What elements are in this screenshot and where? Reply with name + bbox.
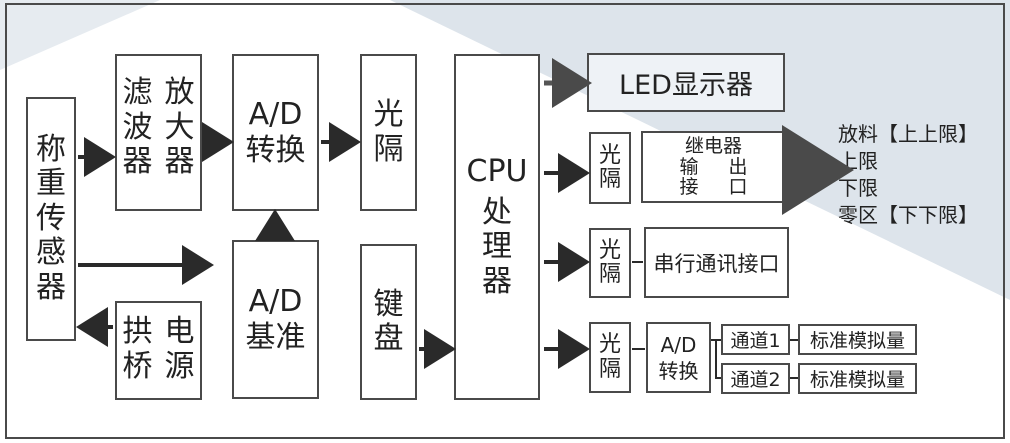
- channel-1-block: 通道1: [721, 324, 790, 355]
- filter-char: 滤: [122, 75, 153, 110]
- connector-ad2-channel2: [711, 339, 721, 379]
- led-display-block: LED显示器: [587, 53, 785, 112]
- optical-char: 隔: [598, 262, 621, 287]
- optical-char: 光: [598, 142, 621, 168]
- ad-converter-block: A/D 转换: [232, 54, 319, 211]
- convert-label: 转换: [658, 358, 699, 383]
- bridge-power-block: 电 源 拱 桥: [115, 301, 202, 400]
- sensor-char: 器: [36, 269, 66, 305]
- cpu-block: CPU 处 理 器: [454, 54, 540, 400]
- led-display-label: LED显示器: [619, 70, 753, 101]
- channel-2-label: 通道2: [730, 369, 781, 391]
- ad-label: A/D: [248, 96, 303, 132]
- optical-char: 隔: [373, 131, 404, 167]
- sensor-char: 重: [36, 166, 66, 202]
- limit-outputs-list: 放料【上上限】 上限 下限 零区【下下限】: [838, 121, 978, 229]
- optical-isolator-block: 光 隔: [589, 132, 631, 204]
- cpu-label: CPU: [466, 154, 528, 189]
- outer-frame: [5, 3, 1005, 439]
- optical-char: 隔: [598, 356, 621, 382]
- keyboard-char: 键: [373, 286, 404, 322]
- filter-amplifier-block: 放 大 器 滤 波 器: [115, 54, 202, 211]
- optical-isolator-block: 光 隔: [589, 228, 631, 298]
- ad-reference-block: A/D 基准: [232, 240, 319, 399]
- analog-label: 标准模拟量: [809, 330, 905, 352]
- reference-label: 基准: [245, 319, 306, 355]
- relay-label: 继电器: [684, 134, 742, 157]
- optical-isolator-block: 光 隔: [360, 54, 417, 211]
- amplifier-char: 器: [164, 144, 195, 179]
- channel-1-label: 通道1: [730, 330, 781, 352]
- ad-converter-block: A/D 转换: [646, 322, 711, 393]
- amplifier-label: 放 大 器: [164, 75, 195, 180]
- power-char: 电: [164, 314, 195, 349]
- ad-label: A/D: [660, 332, 697, 357]
- serial-label: 串行通讯接口: [653, 251, 780, 276]
- optical-char: 光: [373, 97, 404, 132]
- limit-item: 放料【上上限】: [838, 122, 978, 146]
- power-label: 电 源: [164, 314, 195, 384]
- optical-char: 光: [598, 237, 621, 263]
- filter-label: 滤 波 器: [122, 75, 153, 180]
- analog-label: 标准模拟量: [809, 369, 905, 391]
- optical-isolator-block: 光 隔: [589, 322, 631, 393]
- weighing-sensor-block: 称 重 传 感 器: [26, 97, 76, 341]
- relay-char: 出: [728, 155, 748, 178]
- relay-char: 接: [679, 176, 699, 199]
- cpu-char: 理: [482, 229, 512, 264]
- convert-label: 转换: [245, 132, 306, 168]
- amplifier-char: 放: [164, 75, 195, 110]
- bridge-char: 拱: [122, 314, 153, 349]
- cpu-char: 处: [482, 194, 512, 230]
- optical-char: 隔: [598, 167, 621, 192]
- optical-char: 光: [598, 332, 621, 358]
- sensor-char: 感: [36, 235, 66, 271]
- relay-output-block: 继电器 输 出 接 口: [641, 131, 786, 203]
- amplifier-char: 大: [164, 109, 195, 145]
- serial-interface-block: 串行通讯接口: [644, 227, 789, 298]
- bridge-char: 桥: [122, 348, 153, 384]
- limit-item: 零区【下下限】: [838, 203, 978, 227]
- channel-2-block: 通道2: [721, 363, 790, 394]
- ad-label: A/D: [248, 283, 303, 319]
- analog-output-1-block: 标准模拟量: [798, 324, 917, 355]
- cpu-char: 器: [482, 263, 512, 299]
- sensor-char: 称: [36, 131, 66, 167]
- keyboard-char: 盘: [373, 321, 404, 356]
- keyboard-block: 键 盘: [360, 244, 417, 400]
- bridge-label: 拱 桥: [122, 314, 153, 384]
- analog-output-2-block: 标准模拟量: [798, 363, 917, 394]
- filter-char: 器: [122, 144, 153, 179]
- filter-char: 波: [122, 109, 153, 145]
- power-char: 源: [164, 348, 195, 384]
- relay-char: 输: [679, 155, 699, 178]
- sensor-char: 传: [36, 200, 66, 236]
- relay-char: 口: [728, 176, 748, 199]
